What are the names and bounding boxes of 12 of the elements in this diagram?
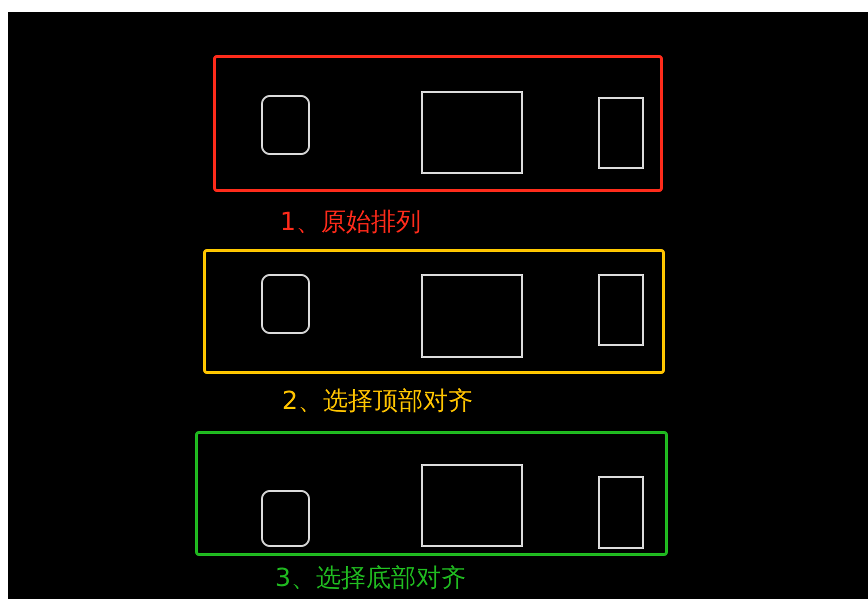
frame-label: 3、选择底部对齐	[275, 563, 466, 593]
frame-label: 1、原始排列	[280, 207, 421, 237]
frame-label: 2、选择顶部对齐	[282, 386, 473, 416]
rectangle	[421, 91, 523, 174]
rectangle	[598, 274, 644, 346]
rounded-rectangle	[261, 490, 310, 547]
rectangle	[598, 476, 644, 549]
rectangle	[421, 464, 523, 547]
rounded-rectangle	[261, 95, 310, 155]
rounded-rectangle	[261, 274, 310, 334]
rectangle	[421, 274, 523, 358]
rectangle	[598, 97, 644, 169]
